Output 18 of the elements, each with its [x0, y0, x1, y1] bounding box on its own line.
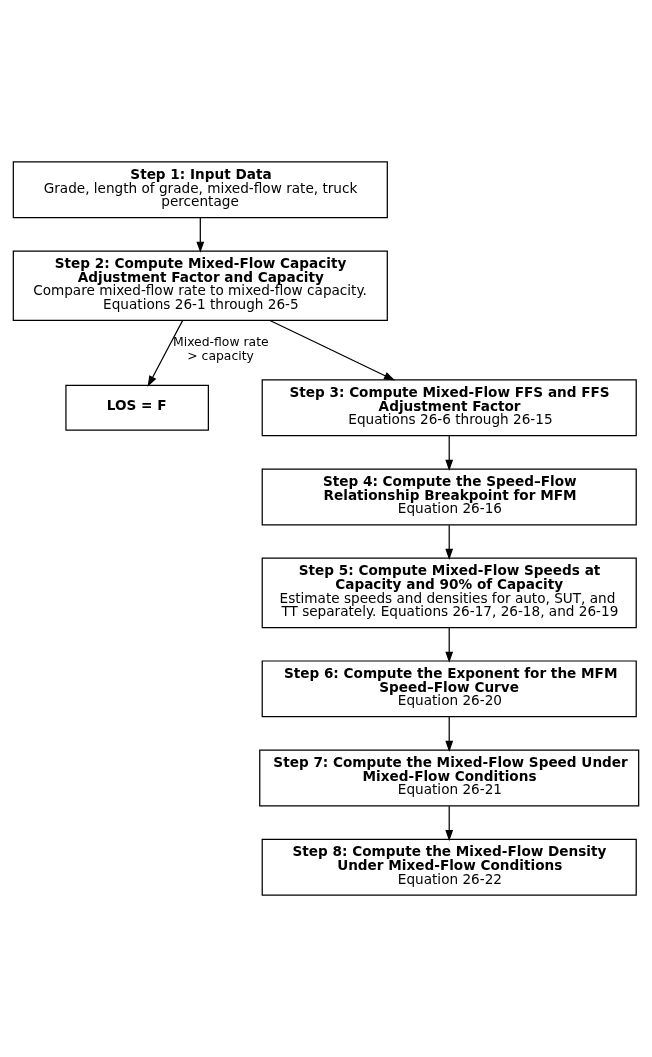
arrow: [269, 319, 396, 381]
arrow: [445, 716, 454, 753]
arrow: [196, 217, 205, 253]
arrow: [445, 627, 454, 663]
arrow: [445, 524, 454, 560]
node-box: Step 5: Compute Mixed-Flow Speeds at Capacity and 90% of Capacity Estimate speeds and densities for auto, SUT, and TT separately. Equations 26-17, 26-18, and 26-19: [261, 557, 637, 629]
node-box: Step 2: Compute Mixed-Flow Capacity Adjustment Factor and Capacity Compare mixed-flow rate to mixed-flow capacity. Equations 26-1 through 26-5: [12, 250, 388, 322]
node-box: Step 4: Compute the Speed–Flow Relationship Breakpoint for MFM Equation 26-16: [261, 468, 637, 526]
node-box: Step 7: Compute the Mixed-Flow Speed Under Mixed-Flow Conditions Equation 26-21: [259, 749, 640, 807]
arrow: [445, 435, 454, 471]
node-box: Step 8: Compute the Mixed-Flow Density Under Mixed-Flow Conditions Equation 26-22: [261, 838, 637, 896]
node-box: Step 1: Input Data Grade, length of grade, mixed-flow rate, truck percentage: [12, 161, 388, 219]
node-box: Step 6: Compute the Exponent for the MFM Speed–Flow Curve Equation 26-20: [261, 660, 637, 718]
edge-label: Mixed-flow rate > capacity: [173, 335, 269, 364]
arrow: [445, 805, 454, 842]
arrow: [147, 320, 184, 387]
node-box: LOS = F: [65, 384, 209, 431]
node-box: Step 3: Compute Mixed-Flow FFS and FFS Adjustment Factor Equations 26-6 through 26-15: [261, 379, 637, 437]
